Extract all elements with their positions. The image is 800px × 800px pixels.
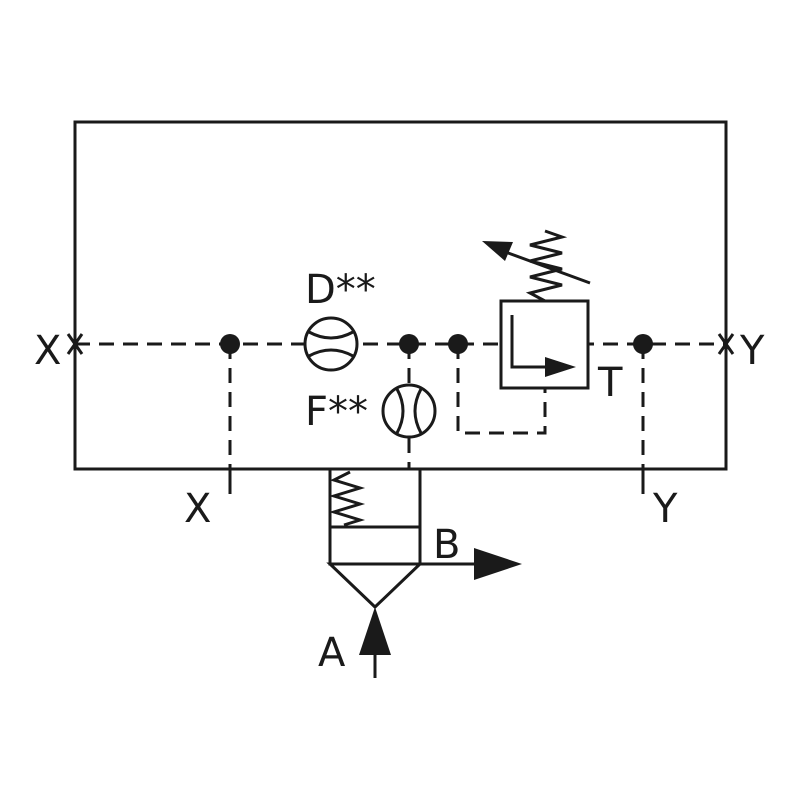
orifice-f bbox=[381, 383, 437, 439]
port-b-arrowhead bbox=[474, 548, 522, 580]
port-cross-left bbox=[66, 333, 84, 355]
label-d: D** bbox=[305, 267, 376, 313]
relief-adjust-arrowhead bbox=[482, 241, 513, 261]
label-x-left: X bbox=[34, 328, 61, 374]
label-a: A bbox=[318, 630, 346, 676]
poppet-spring bbox=[328, 470, 366, 527]
label-y-bottom: Y bbox=[652, 486, 678, 532]
label-b: B bbox=[433, 522, 460, 568]
port-cross-right bbox=[717, 333, 735, 355]
label-f: F** bbox=[305, 389, 368, 435]
orifice-d bbox=[303, 316, 359, 372]
label-t: T bbox=[597, 360, 623, 406]
relief-drain-loop bbox=[456, 344, 547, 435]
relief-adjust-line bbox=[499, 248, 591, 285]
main-poppet-valve bbox=[326, 467, 424, 610]
label-y-right: Y bbox=[739, 328, 765, 374]
relief-spring bbox=[525, 229, 568, 303]
label-x-bottom: X bbox=[184, 486, 211, 532]
port-a-arrowhead bbox=[359, 607, 391, 655]
relief-valve bbox=[482, 229, 591, 390]
